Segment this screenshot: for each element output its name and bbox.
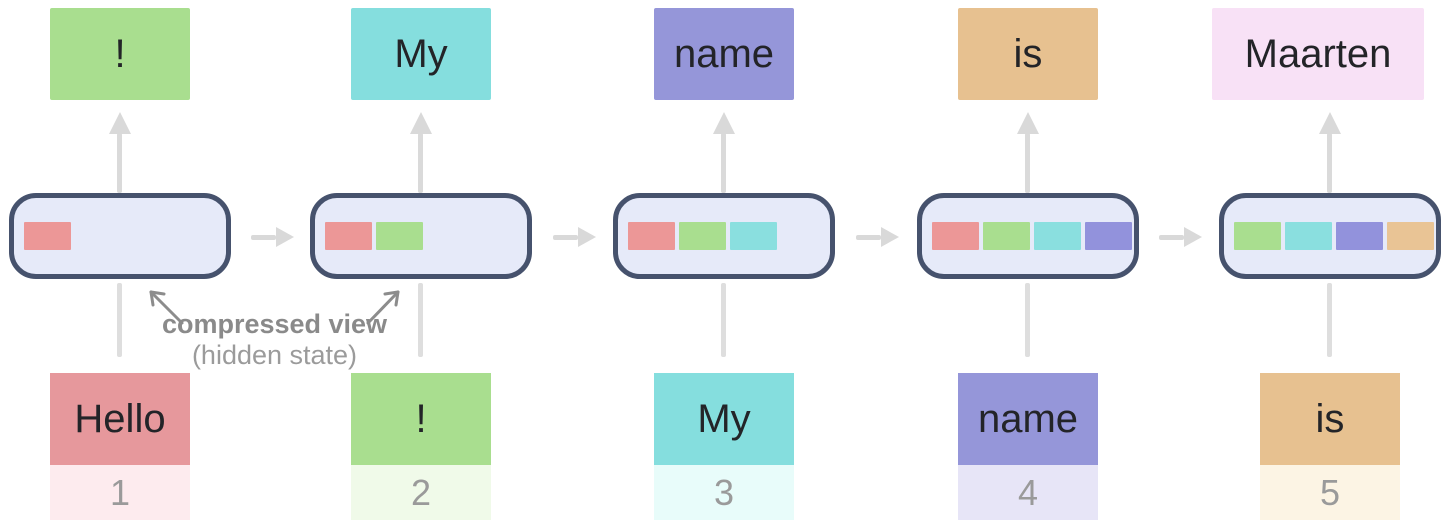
arrow-right-icon (1184, 227, 1202, 247)
input-token-box: My (654, 373, 794, 465)
state-memory-square (1387, 222, 1434, 250)
hidden-state-box (9, 193, 231, 279)
state-transition-arrow (553, 227, 597, 247)
step-number-badge: 5 (1260, 465, 1400, 520)
state-transition-arrow (856, 227, 900, 247)
state-memory-square (1085, 222, 1132, 250)
state-to-output-arrowhead-icon (410, 112, 432, 134)
hidden-state-box (613, 193, 835, 279)
arrow-right-icon (881, 227, 899, 247)
step-number: 2 (410, 471, 432, 513)
input-token-label: name (977, 396, 1079, 441)
state-memory-square (730, 222, 777, 250)
hidden-state-blocks (325, 222, 423, 250)
hidden-state-blocks (628, 222, 777, 250)
state-to-output-arrow-shaft (418, 133, 423, 193)
state-memory-square (932, 222, 979, 250)
step-number-badge: 3 (654, 465, 794, 520)
rnn-step-3: name My 3 (613, 0, 835, 528)
state-to-output-arrow-shaft (721, 133, 726, 193)
step-number-badge: 1 (50, 465, 190, 520)
output-token-box: ! (50, 8, 190, 100)
state-to-output-arrow-shaft (117, 133, 122, 193)
step-number-badge: 4 (958, 465, 1098, 520)
output-token-box: is (958, 8, 1098, 100)
annotation-pointer-arrows-icon (149, 290, 400, 325)
state-memory-square (983, 222, 1030, 250)
step-number: 1 (109, 471, 131, 513)
state-memory-square (1336, 222, 1383, 250)
input-to-state-line (1025, 283, 1030, 357)
arrow-right-icon (578, 227, 596, 247)
arrow-shaft (856, 235, 881, 240)
input-token-label: ! (415, 396, 427, 441)
input-token-label: is (1315, 396, 1345, 441)
hidden-state-box (917, 193, 1139, 279)
step-number: 4 (1017, 471, 1039, 513)
step-number: 3 (713, 471, 735, 513)
rnn-step-1: ! Hello 1 (9, 0, 231, 528)
output-token-label: is (1013, 31, 1043, 76)
output-token-label: My (394, 31, 448, 76)
state-transition-arrow (1159, 227, 1203, 247)
output-token-box: Maarten (1212, 8, 1424, 100)
arrow-shaft (1159, 235, 1184, 240)
rnn-step-2: My ! 2 (310, 0, 532, 528)
arrow-shaft (553, 235, 578, 240)
state-memory-square (628, 222, 675, 250)
state-memory-square (376, 222, 423, 250)
state-memory-square (1234, 222, 1281, 250)
input-token-label: Hello (74, 396, 166, 441)
state-to-output-arrowhead-icon (713, 112, 735, 134)
state-memory-square (325, 222, 372, 250)
output-token-box: My (351, 8, 491, 100)
annotation-title: compressed view (161, 309, 388, 339)
input-to-state-line (117, 283, 122, 357)
state-to-output-arrowhead-icon (109, 112, 131, 134)
hidden-state-blocks (1234, 222, 1434, 250)
step-number-badge: 2 (351, 465, 491, 520)
output-token-label: Maarten (1244, 31, 1392, 76)
state-to-output-arrowhead-icon (1319, 112, 1341, 134)
state-memory-square (1034, 222, 1081, 250)
output-token-label: name (673, 31, 775, 76)
state-memory-square (679, 222, 726, 250)
output-token-box: name (654, 8, 794, 100)
input-token-box: is (1260, 373, 1400, 465)
hidden-state-box (1219, 193, 1441, 279)
hidden-state-blocks (932, 222, 1132, 250)
input-to-state-line (1327, 283, 1332, 357)
hidden-state-blocks (24, 222, 71, 250)
hidden-state-box (310, 193, 532, 279)
state-to-output-arrow-shaft (1025, 133, 1030, 193)
state-to-output-arrow-shaft (1327, 133, 1332, 193)
arrow-right-icon (276, 227, 294, 247)
input-to-state-line (418, 283, 423, 357)
input-token-label: My (697, 396, 751, 441)
input-to-state-line (721, 283, 726, 357)
rnn-step-4: is name 4 (917, 0, 1139, 528)
state-memory-square (1285, 222, 1332, 250)
rnn-step-5: Maarten is 5 (1212, 0, 1441, 528)
state-to-output-arrowhead-icon (1017, 112, 1039, 134)
input-token-box: ! (351, 373, 491, 465)
arrow-shaft (251, 235, 276, 240)
input-token-box: Hello (50, 373, 190, 465)
step-number: 5 (1319, 471, 1341, 513)
output-token-label: ! (114, 31, 126, 76)
annotation-subtitle: (hidden state) (191, 340, 358, 370)
hidden-state-annotation: compressed view (hidden state) (152, 309, 397, 371)
state-transition-arrow (251, 227, 295, 247)
state-memory-square (24, 222, 71, 250)
input-token-box: name (958, 373, 1098, 465)
